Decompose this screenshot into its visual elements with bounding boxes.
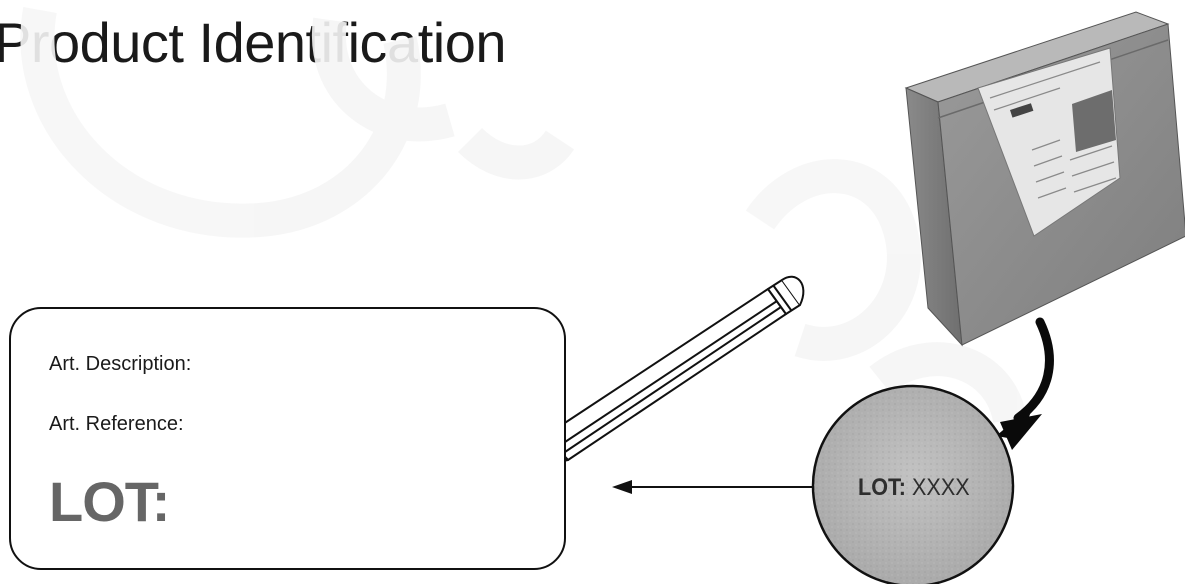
label-card: Art. Description: Art. Reference: LOT: [9, 307, 566, 570]
art-reference-label: Art. Reference: [49, 413, 184, 436]
lot-label: LOT: [49, 469, 169, 534]
shipping-box-image [906, 12, 1185, 345]
lot-stamp-value: XXXX [912, 474, 970, 501]
lot-stamp-prefix: LOT: [858, 474, 906, 501]
art-description-label: Art. Description: [49, 353, 191, 376]
straight-arrow-icon [612, 480, 812, 494]
lot-stamp-text: LOT: XXXX [858, 474, 970, 502]
